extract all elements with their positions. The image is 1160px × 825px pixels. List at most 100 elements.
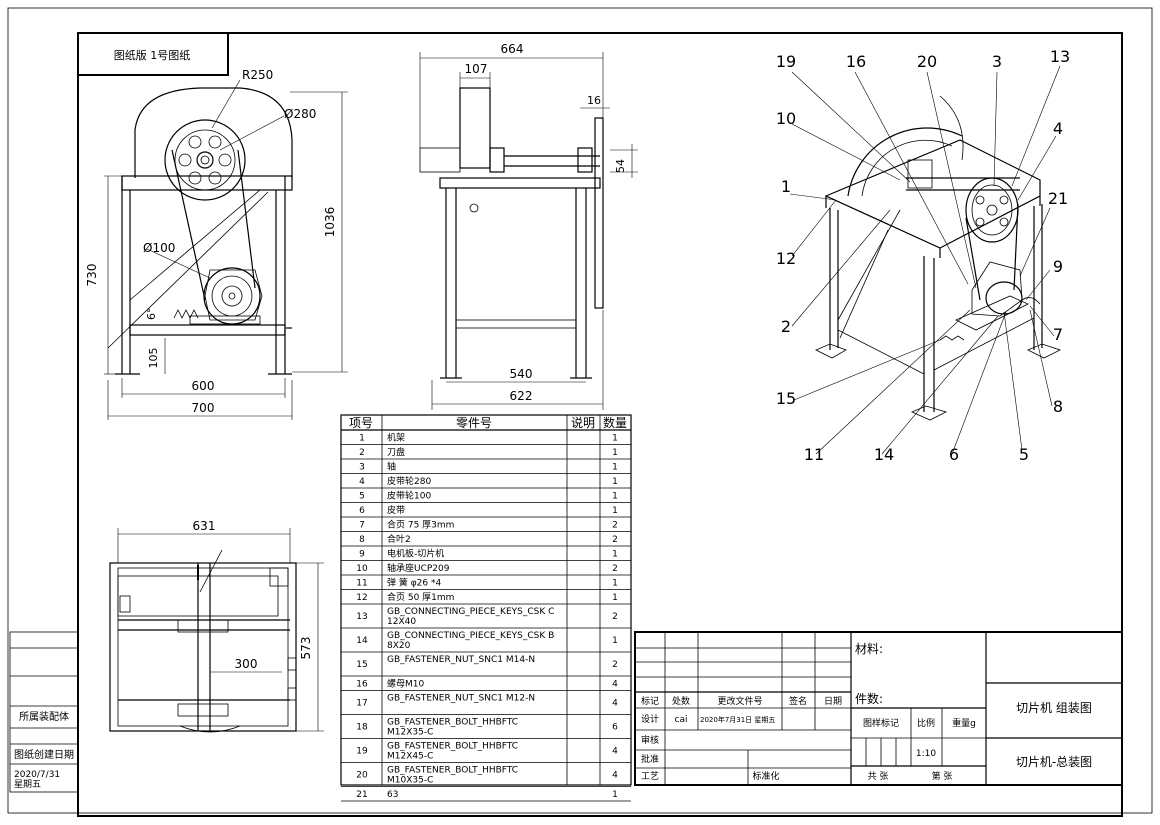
callout-6: 6	[949, 445, 959, 464]
bom-header-no: 项号	[349, 416, 373, 430]
side-view	[419, 87, 604, 379]
approve-label: 批准	[641, 753, 659, 765]
rev-header-mark: 标记	[641, 695, 659, 707]
left-strip: 所属装配体 图纸创建日期 2020/7/31 星期五	[9, 631, 79, 793]
bom-row-part: 轴	[387, 460, 396, 472]
bom-row-no: 7	[359, 520, 365, 530]
dim-w107: 107	[465, 62, 488, 76]
bom-row-part: 弹 簧 φ26 *4	[387, 576, 441, 588]
callout-1: 1	[781, 177, 791, 196]
bom-row-no: 10	[356, 564, 368, 574]
top-view-dims: 631 300 573	[117, 519, 324, 732]
bom-row-qty: 1	[612, 636, 618, 646]
bom-row-no: 19	[356, 747, 368, 757]
front-view-dims: R250 Ø280 Ø100 6° 730 1036 105 600 700	[85, 68, 348, 420]
bom-row-part: 电机板-切片机	[387, 547, 444, 559]
bom-row-qty: 4	[612, 679, 618, 689]
callout-15: 15	[776, 389, 796, 408]
rev-header-doc: 更改文件号	[717, 695, 762, 707]
dim-w600: 600	[192, 379, 215, 393]
bom-header-part: 零件号	[456, 416, 492, 430]
bom-row-part: 螺母M10	[387, 678, 424, 689]
bom-row-no: 3	[359, 462, 365, 472]
bom-row-part: 皮带轮280	[387, 475, 431, 487]
front-view	[107, 87, 293, 375]
bom-row-part: 机架	[387, 431, 405, 443]
bom-row-qty: 1	[612, 491, 618, 501]
sheet-number-label: 第 张	[932, 770, 953, 782]
callout-14: 14	[874, 445, 894, 464]
bom-row-no: 13	[356, 612, 367, 622]
isometric-view	[815, 95, 1062, 421]
bom-row-no: 16	[356, 679, 368, 689]
bom-row-no: 21	[356, 790, 367, 800]
rev-header-count: 处数	[672, 695, 690, 707]
bom-row-no: 17	[356, 699, 367, 709]
weekday-value: 星期五	[14, 779, 41, 790]
callout-7: 7	[1053, 325, 1063, 344]
bom-row-no: 11	[356, 578, 367, 588]
bom-row-part: GB_FASTENER_NUT_SNC1 M14-N	[387, 655, 535, 665]
bom-row-part: 皮带轮100	[387, 489, 431, 501]
bom-row-part: 63	[387, 790, 398, 800]
designer-value: cai	[675, 715, 688, 725]
date-label: 图纸创建日期	[14, 748, 74, 761]
bom-row-no: 15	[356, 660, 367, 670]
bom-row-no: 20	[356, 771, 368, 781]
bom-row-qty: 1	[612, 433, 618, 443]
bom-row-qty: 1	[612, 462, 618, 472]
callout-2: 2	[781, 317, 791, 336]
bom-row-qty: 6	[612, 723, 618, 733]
title-block: 材料: 件数: 标记 处数 更改文件号 签名 日期 设计 cai 2020年7月…	[634, 631, 1123, 786]
bom-row-no: 12	[356, 593, 367, 603]
dim-r250: R250	[242, 68, 273, 82]
bom-row-qty: 1	[612, 506, 618, 516]
header-tab	[77, 32, 229, 76]
dim-h730: 730	[85, 264, 99, 287]
bom-row-part: 轴承座UCP209	[387, 562, 450, 574]
dim-w300: 300	[235, 657, 258, 671]
callout-8: 8	[1053, 397, 1063, 416]
bom-row-qty: 2	[612, 535, 618, 545]
dim-w631: 631	[193, 519, 216, 533]
callout-12: 12	[776, 249, 796, 268]
bom-row-no: 2	[359, 448, 365, 458]
bom-row-no: 5	[359, 491, 365, 501]
bom-row-no: 4	[359, 477, 365, 487]
bom-row-qty: 1	[612, 578, 618, 588]
iso-callout-lines	[789, 65, 1061, 455]
bom-row-no: 1	[359, 433, 365, 443]
scale-label: 比例	[917, 717, 935, 729]
dim-w16: 16	[587, 94, 601, 107]
bom-row-qty: 2	[612, 612, 618, 622]
callout-5: 5	[1019, 445, 1029, 464]
bom-row-no: 18	[356, 723, 368, 733]
dim-h1036: 1036	[323, 207, 337, 238]
bom-row-qty: 2	[612, 520, 618, 530]
drawing-title-2: 切片机-总装图	[1016, 755, 1092, 769]
callout-11: 11	[804, 445, 824, 464]
bom-row-part: 刀盘	[387, 446, 405, 458]
callout-10: 10	[776, 109, 796, 128]
cabinet-label: 所属装配体	[19, 710, 69, 723]
dim-w622: 622	[510, 389, 533, 403]
bom-row-qty: 1	[612, 477, 618, 487]
stage-label: 图样标记	[863, 717, 899, 729]
dim-angle: 6°	[145, 308, 158, 321]
bom-row-qty: 1	[612, 790, 618, 800]
callout-16: 16	[846, 52, 866, 71]
dim-w664: 664	[501, 42, 524, 56]
date-value: 2020/7/31	[14, 770, 60, 780]
header-tab-text: 图纸版 1号图纸	[114, 48, 191, 62]
outer-border	[7, 7, 1153, 814]
bom-row-qty: 4	[612, 699, 618, 709]
scale-value: 1:10	[916, 749, 936, 759]
bom-row-qty: 4	[612, 771, 618, 781]
callout-13: 13	[1050, 47, 1070, 66]
dim-d280: Ø280	[284, 107, 316, 121]
standard-label: 标准化	[752, 770, 779, 782]
bom-row-no: 14	[356, 636, 368, 646]
